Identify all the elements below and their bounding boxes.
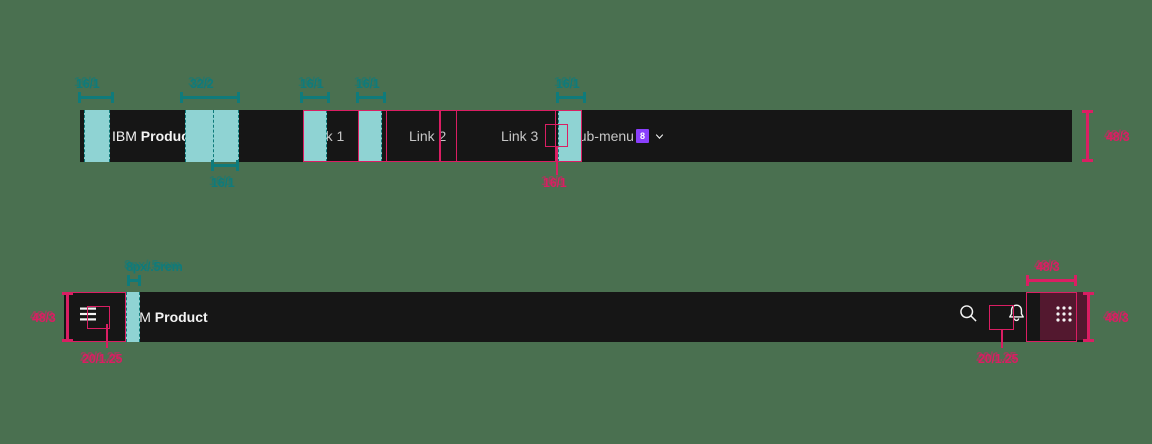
- label-bell-icon-size: 20/1.25: [978, 352, 1019, 366]
- label-menu-icon-size-ghost: 20/1.25: [80, 350, 121, 364]
- label-grid-width-ghost: 48/3: [1034, 258, 1058, 272]
- bottom-brand-product: Product: [154, 309, 208, 325]
- label-menu-height: 48/3: [32, 311, 56, 325]
- label-grid-height: 48/3: [1105, 311, 1129, 325]
- spacer-submenu-gap: [558, 110, 582, 162]
- submenu-count-badge: 8: [635, 129, 649, 143]
- label-brand-gap: 32/2: [190, 77, 214, 91]
- measure-submenu-gap: [556, 92, 586, 103]
- label-menu-icon-size: 20/1.25: [82, 352, 123, 366]
- measure-menu-height: [62, 292, 73, 342]
- measure-grid-height: [1083, 292, 1094, 342]
- search-button[interactable]: [944, 292, 992, 340]
- label-brand-gap-bottom-ghost: 16/1: [209, 174, 233, 188]
- top-brand[interactable]: IBM Product: [106, 110, 194, 162]
- label-bottom-brand-gap-ghost: 8px/.5rem: [124, 258, 181, 272]
- leader-hamburger-icon: [106, 324, 108, 348]
- label-bottom-brand-gap: 8px/.5rem: [126, 260, 183, 274]
- top-nav-submenu-label: Sub-menu: [569, 128, 634, 144]
- measure-link2-gap: [356, 92, 386, 103]
- leader-bell-icon: [1001, 330, 1003, 348]
- hamburger-menu-icon: [78, 304, 98, 329]
- label-grid-height-ghost: 48/3: [1103, 309, 1127, 323]
- measure-link1-gap: [300, 92, 330, 103]
- label-brand-gap-ghost: 32/2: [188, 75, 212, 89]
- spacer-link2-gap: [358, 110, 382, 162]
- app-switcher-button[interactable]: [1040, 292, 1088, 340]
- label-link2-gap-ghost: 16/1: [354, 75, 378, 89]
- label-grid-width: 48/3: [1036, 260, 1060, 274]
- measure-bottom-brand-gap: [127, 275, 141, 286]
- chevron-down-icon[interactable]: [653, 130, 666, 143]
- label-chevron-pad: 16/1: [543, 176, 567, 190]
- label-brand-gap-bottom: 16/1: [211, 176, 235, 190]
- notification-bell-icon: [1006, 303, 1027, 329]
- spacer-brand-gap-small: [213, 110, 239, 162]
- leader-chevron: [556, 147, 558, 175]
- label-top-header-height-ghost: 48/3: [1104, 128, 1128, 142]
- bottom-header-navbar: IBM Product: [64, 292, 1088, 342]
- label-top-header-height: 48/3: [1106, 130, 1130, 144]
- app-switcher-grid-icon: [1054, 304, 1074, 329]
- measure-top-header-height: [1082, 110, 1093, 162]
- label-left-pad-ghost: 16/1: [74, 75, 98, 89]
- top-nav-link-3-label: Link 3: [500, 128, 539, 144]
- measure-left-pad: [78, 92, 114, 103]
- brand-product: Product: [140, 128, 194, 144]
- label-left-pad: 16/1: [76, 77, 100, 91]
- spacer-link1-gap: [303, 110, 327, 162]
- measure-brand-gap: [180, 92, 240, 103]
- label-submenu-gap-ghost: 16/1: [554, 75, 578, 89]
- label-link1-gap: 16/1: [300, 77, 324, 91]
- notifications-button[interactable]: [992, 292, 1040, 340]
- top-nav-link-3[interactable]: Link 3: [478, 110, 562, 162]
- brand-ibm: IBM: [112, 128, 137, 144]
- spacer-left-pad: [84, 110, 110, 162]
- top-nav-link-2[interactable]: Link 2: [402, 110, 454, 162]
- label-menu-height-ghost: 48/3: [30, 309, 54, 323]
- top-nav-submenu[interactable]: Sub-menu 8: [562, 110, 674, 162]
- label-chevron-pad-ghost: 16/1: [541, 174, 565, 188]
- label-submenu-gap: 16/1: [556, 77, 580, 91]
- measure-brand-gap-small: [211, 160, 239, 171]
- label-bell-icon-size-ghost: 20/1.25: [976, 350, 1017, 364]
- search-icon: [958, 303, 979, 329]
- top-nav-link-2-label: Link 2: [408, 128, 447, 144]
- measure-grid-width: [1026, 275, 1077, 286]
- spacer-bottom-brand-gap: [126, 292, 140, 342]
- hamburger-menu-button[interactable]: [64, 292, 112, 340]
- label-link1-gap-ghost: 16/1: [298, 75, 322, 89]
- label-link2-gap: 16/1: [356, 77, 380, 91]
